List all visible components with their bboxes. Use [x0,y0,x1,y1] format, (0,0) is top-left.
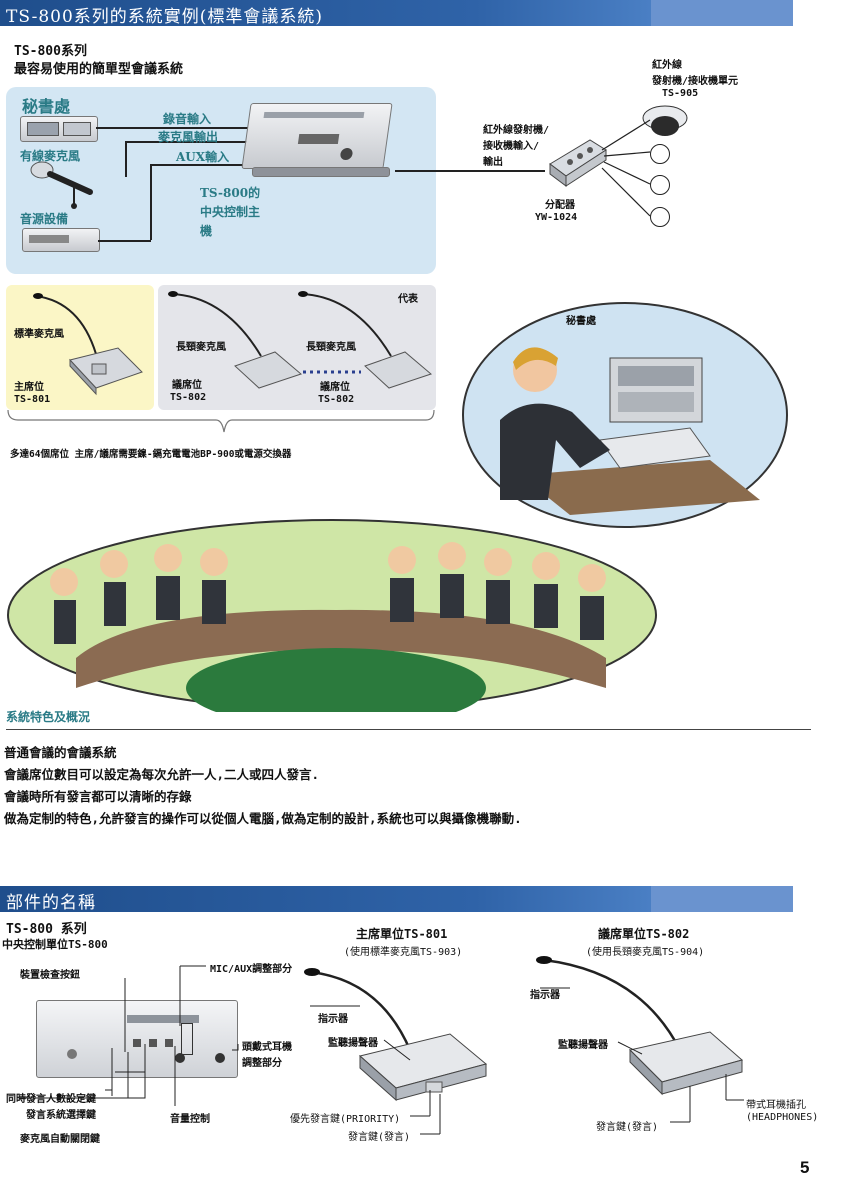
feature-line-3: 會議時所有發言都可以清晰的存錄 [4,789,192,804]
speak-system-select-label: 發言系統選擇鍵 [26,1110,96,1121]
headphone-jack-label-2: (HEADPHONES) [746,1112,819,1123]
priority-key-label: 優先發言鍵(PRIORITY) [290,1114,401,1125]
header-accent [651,0,793,26]
handheld-mic-icon [30,161,93,209]
brace-icon [7,409,435,433]
chairman-model: TS-801 [14,394,51,405]
intro-series: TS-800系列 [14,44,87,59]
splitter-model: YW-1024 [535,212,578,223]
splitter-line [395,170,545,172]
secretariat-label: 秘書處 [22,97,71,116]
output-circle-1 [650,144,670,164]
feature-line-1: 普通會議的會議系統 [4,745,117,760]
central-label-2: 中央控制主 [200,205,261,219]
secretary-scene-label: 秘書處 [566,316,596,327]
chair-unit-title: 主席單位TS-801 [356,927,448,941]
volume-label: 音量控制 [170,1114,210,1125]
standard-mic-label: 標準麥克風 [14,329,64,340]
central-label-3: 機 [200,224,213,238]
section-header-system-example: TS-800系列的系統實例(標準會議系統) [0,0,793,27]
headphone-jack-label-1: 帶式耳機插孔 [746,1100,806,1111]
chair-unit-sub: (使用標準麥克風TS-903) [344,947,463,958]
chair-indicator-label: 指示器 [318,1014,348,1025]
headphone-adjust-label-2: 調整部分 [242,1058,282,1069]
page-number: 5 [800,1158,810,1177]
section-header-parts: 部件的名稱 [0,886,793,913]
parts-series: TS-800 系列 [6,922,87,937]
representative-label: 代表 [398,294,418,305]
central-unit-base [252,167,390,177]
delegate-units-icon [168,291,433,389]
feature-line-2: 會議席位數目可以設定為每次允許一人,二人或四人發言. [4,767,320,782]
central-callout-lines [20,965,239,1106]
chairman-unit-icon [33,293,143,396]
delegate-model-1: TS-802 [170,392,207,403]
feature-line-4: 做為定制的特色,允許發言的操作可以從個人電腦,做為定制的設計,系統也可以與攝像機… [4,811,522,826]
mic-line-drop [125,141,127,177]
ir-dome-icon [642,105,688,136]
wired-mic-label: 有線麥克風 [20,149,81,163]
features-rule [6,729,811,730]
secretary-scene-illustration [462,302,788,528]
splitter-output-lines [601,119,651,217]
capacity-note: 多達64個席位 主席/議席需要鎳-鎘充電電池BP-900或電源交換器 [10,449,292,460]
delegate-speak-key-label: 發言鍵(發言) [596,1122,659,1133]
mic-out-label: 麥克風輸出 [158,130,219,144]
central-label-1: TS-800的 [200,186,261,200]
ir-io-label-1: 紅外線發射機/ [483,125,550,136]
inspect-button-label: 裝置檢查按鈕 [20,970,80,981]
delegate-label-2: 議席位 [320,382,350,393]
chairman-label: 主席位 [14,382,44,393]
section-title: 部件的名稱 [6,893,96,913]
intro-desc: 最容易使用的簡單型會議系統 [14,62,184,77]
parts-central-unit: 中央控制單位TS-800 [2,938,108,951]
delegate-unit-illustration [536,956,744,1123]
chair-monitor-label: 監聽揚聲器 [328,1038,378,1049]
section-title: TS-800系列的系統實例(標準會議系統) [6,7,324,27]
chair-unit-illustration [304,968,488,1135]
output-circle-2 [650,175,670,195]
chair-speak-key-label: 發言鍵(發言) [348,1132,411,1143]
headphone-adjust-label-1: 頭戴式耳機 [242,1042,292,1053]
aux-line-drop [150,164,152,240]
central-control-unit [241,103,393,169]
ir-unit-label-1: 紅外線 [652,60,682,71]
audio-source-device [22,228,100,252]
mic-aux-adjust-label: MIC/AUX調整部分 [210,964,293,975]
delegate-indicator-label: 指示器 [530,990,560,1001]
aux-in-label: AUX輸入 [176,150,230,164]
splitter-icon [549,139,607,187]
conference-room-illustration [7,519,657,712]
mic-auto-close-label: 麥克風自動關閉鍵 [20,1134,100,1145]
header-accent [651,886,793,912]
ir-unit-model: TS-905 [662,88,699,99]
delegate-unit-sub: (使用長頸麥克風TS-904) [586,947,705,958]
recorder-device [20,116,98,142]
delegate-panel [158,285,436,410]
rec-line [96,127,248,129]
long-mic-label-2: 長頸麥克風 [306,342,356,353]
aux-line [150,164,248,166]
central-unit-front [36,1000,238,1078]
long-mic-label-1: 長頸麥克風 [176,342,226,353]
ir-io-label-2: 接收機輸入/ [483,141,540,152]
mic-line [125,141,248,143]
splitter-label: 分配器 [545,200,575,211]
ir-unit-label-2: 發射機/接收機單元 [652,76,739,87]
aux-line-bottom [98,240,151,242]
delegate-model-2: TS-802 [318,394,355,405]
features-heading: 系統特色及概況 [6,710,91,724]
output-circle-3 [650,207,670,227]
chairman-panel [6,285,154,410]
delegate-label-1: 議席位 [172,380,202,391]
rec-in-label: 錄音輸入 [163,112,212,126]
delegate-unit-title: 議席單位TS-802 [598,927,690,941]
simul-speakers-label: 同時發言人數設定鍵 [6,1094,96,1105]
audio-source-label: 音源設備 [20,212,69,226]
ir-io-label-3: 輸出 [483,157,503,168]
delegate-monitor-label: 監聽揚聲器 [558,1040,608,1051]
